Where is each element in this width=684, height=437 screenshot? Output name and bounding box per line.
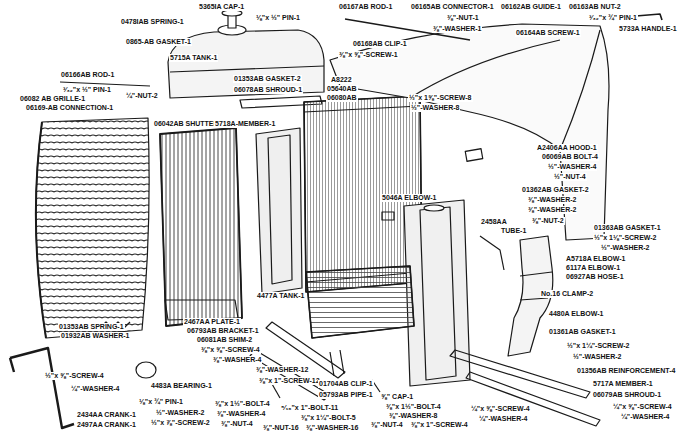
part-label: 01363AB GASKET-1 (593, 224, 662, 232)
part-label: ³⁄₃₂"x ½" PIN-1 (62, 86, 112, 94)
part-label: ⅛"x ½" PIN-1 (255, 14, 301, 22)
part-label: 01353AB GASKET-2 (233, 75, 302, 83)
part-label: 0865-AB GASKET-1 (125, 38, 192, 46)
part-label: ⅜"x 1½"-BOLT-4 (214, 400, 271, 408)
part-label: 06166AB ROD-1 (60, 71, 115, 79)
part-label: 06081AB SHIM-2 (196, 336, 253, 344)
part-label: 5365IA CAP-1 (198, 3, 245, 11)
part-label: ⅛"x ¾" PIN-1 (138, 398, 184, 406)
part-label: 06080AB (326, 94, 358, 102)
part-label: ½"x 1¼"-SCREW-2 (566, 342, 631, 350)
part-label: ½"-WASHER-4 (547, 163, 597, 171)
part-label: ⅝" CAP-1 (380, 393, 414, 401)
part-label: 01704AB CLIP-1 (318, 380, 374, 388)
part-label: ⅜"x 1"-SCREW-12 (258, 377, 321, 385)
part-label: ⅜"-NUT-1 (446, 14, 480, 22)
part-label: 4483A BEARING-1 (150, 382, 213, 390)
part-label: ⅜"-WASHER-12 (255, 366, 309, 374)
part-label: ½"x ⅝"-SCREW-4 (44, 372, 105, 380)
part-label: ½"-WASHER-2 (600, 244, 650, 252)
part-label: A5718A ELBOW-1 (565, 255, 627, 263)
part-label: 2467AA PLATE-1 (183, 318, 241, 326)
part-label: 06168AB CLIP-1 (352, 40, 408, 48)
part-label: No.16 CLAMP-2 (540, 290, 594, 298)
part-label: 06162AB GUIDE-1 (500, 3, 562, 11)
part-label: ⅜"-WASHER-8 (388, 412, 438, 420)
part-label: 06078AB SHROUD-1 (233, 86, 303, 94)
part-label: ⅜"-NUT-16 (262, 424, 300, 432)
part-label: 2458AA (480, 218, 508, 226)
part-label: ¼"x ⅝"-SCREW-4 (612, 403, 673, 411)
part-label: 01356AB REINFORCEMENT-4 (576, 367, 676, 375)
part-label: 06082 AB GRILLE-1 (19, 95, 86, 103)
part-label: ¼"-WASHER-4 (70, 385, 120, 393)
part-label: ½"-WASHER-2 (572, 353, 622, 361)
part-label: 5717A MEMBER-1 (592, 380, 654, 388)
part-label: ½"x 1⅛"-SCREW-2 (593, 234, 658, 242)
part-label: 5718A-MEMBER-1 (214, 120, 276, 128)
part-label: 01932AB WASHER-1 (60, 332, 130, 340)
part-label: ⅜"x ⅝"-SCREW-4 (200, 346, 261, 354)
part-label: ⅜"-WASHER-2 (527, 206, 577, 214)
part-label: ½"x ⅞"-SCREW-2 (150, 419, 211, 427)
part-label: 01353AB SPRING-1 (58, 323, 125, 331)
part-label: 05793AB PIPE-1 (318, 391, 374, 399)
part-label: 01361AB GASKET-1 (548, 328, 617, 336)
part-label: ⅜"x 1½"-BOLT-4 (385, 403, 442, 411)
part-label: ⅜"-WASHER-2 (527, 196, 577, 204)
part-label: ¼"x ⅝"-SCREW-4 (470, 405, 531, 413)
part-label: ¼"-WASHER-4 (478, 415, 528, 423)
part-label: 4480A ELBOW-1 (548, 310, 604, 318)
part-label: A8222 (330, 76, 353, 84)
part-label: 06927AB HOSE-1 (565, 273, 625, 281)
part-label: 06793AB BRACKET-1 (186, 327, 260, 335)
part-label: ½"x 1⅝"-SCREW-8 (408, 94, 473, 102)
part-label: 06169-AB CONNECTION-1 (25, 104, 114, 112)
part-label: ¼"-NUT-2 (125, 92, 159, 100)
part-label: A2406AA HOOD-1 (536, 144, 598, 152)
part-label: ⅜"-NUT-2 (531, 217, 565, 225)
part-label: 4477A TANK-1 (256, 292, 305, 300)
part-label: ⅜"x 1¼"-BOLT-5 (300, 414, 357, 422)
part-label: 06164AB SCREW-1 (515, 29, 581, 37)
part-label: 01362AB GASKET-2 (521, 186, 590, 194)
part-label: 5733A HANDLE-1 (618, 25, 678, 33)
part-label: ⅜"x 1"-SCREW-4 (410, 421, 469, 429)
part-label: ⅜"x ⅝"-SCREW-1 (338, 51, 399, 59)
part-label: ¼"-WASHER-4 (620, 413, 670, 421)
part-label: 5046A ELBOW-1 (381, 194, 437, 202)
part-label: ⅜"-NUT-4 (220, 420, 254, 428)
part-label: ⅜"-WASHER-4 (216, 410, 266, 418)
part-label: 06165AB CONNECTOR-1 (410, 3, 495, 11)
part-label: ⅜"-NUT-4 (370, 421, 404, 429)
part-label: ½"-NUT-4 (553, 173, 587, 181)
part-label: 2497AA CRANK-1 (76, 421, 137, 429)
part-label: ⅜"-WASHER-1 (432, 25, 482, 33)
part-label: 6117A ELBOW-1 (565, 264, 621, 272)
part-label: 2434AA CRANK-1 (76, 411, 137, 419)
part-label: ⅜"-WASHER-16 (305, 424, 359, 432)
part-label: ⁵⁄₁₆"x 1"-BOLT-11 (280, 404, 339, 412)
part-label: 06163AB NUT-2 (568, 3, 622, 11)
part-label: 06069AB BOLT-4 (541, 153, 599, 161)
part-label: 0478IAB SPRING-1 (120, 18, 185, 26)
part-label: TUBE-1 (500, 227, 527, 235)
part-label: ½"-WASHER-2 (155, 409, 205, 417)
part-label: ³⁄₃₂"x ¾" PIN-1 (588, 14, 638, 22)
part-label: ½"-WASHER-8 (410, 104, 460, 112)
part-label: 06167AB ROD-1 (338, 3, 393, 11)
part-label: 06079AB SHROUD-1 (592, 391, 662, 399)
part-label: ⅜"-WASHER-4 (212, 356, 262, 364)
part-label: 5715A TANK-1 (169, 54, 218, 62)
part-label: 05640AB (326, 85, 358, 93)
